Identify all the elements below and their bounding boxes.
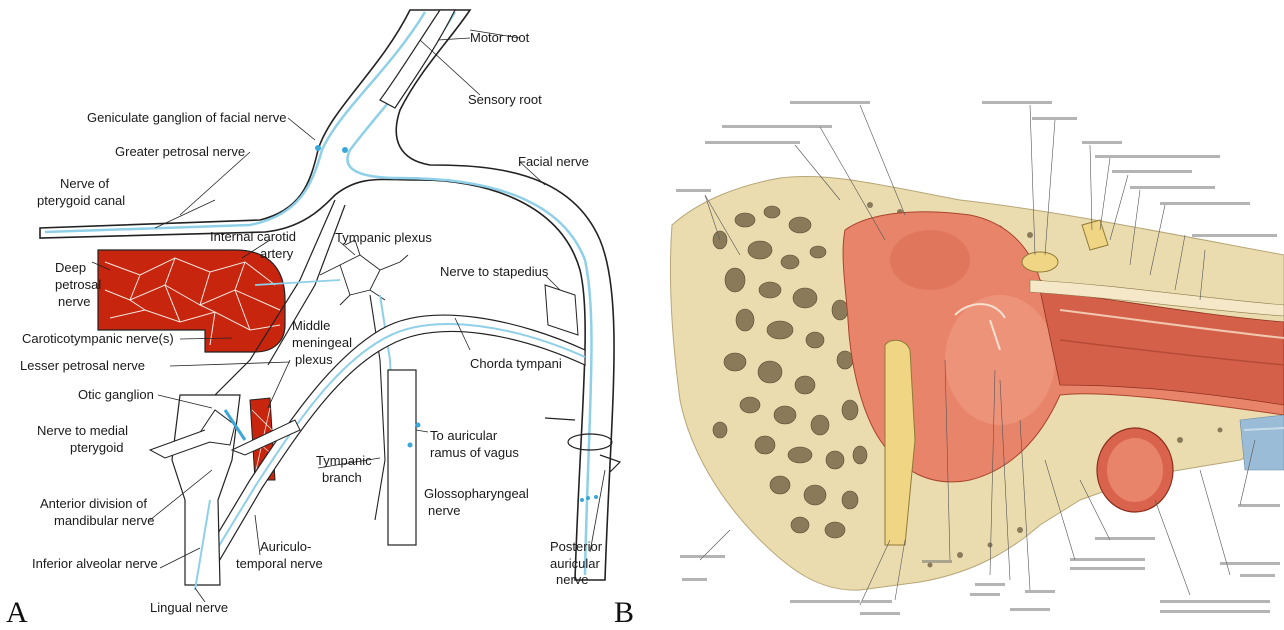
label-motor-root: Motor root (470, 30, 530, 45)
label-facial-nerve: Facial nerve (518, 154, 589, 169)
label-chorda-tympani: Chorda tympani (470, 356, 562, 371)
label-otic-ganglion: Otic ganglion (78, 387, 154, 402)
label-auricular-vagus-2: ramus of vagus (430, 445, 519, 460)
label-deep-petrosal-3: nerve (58, 294, 91, 309)
panel-b-illustration (670, 101, 1284, 615)
label-anterior-division-2: mandibular nerve (54, 513, 154, 528)
panel-b-letter: B (614, 596, 634, 629)
label-nerve-to-stapedius: Nerve to stapedius (440, 264, 549, 279)
label-auricular-vagus-1: To auricular (430, 428, 498, 443)
label-auriculotemporal-2: temporal nerve (236, 556, 323, 571)
label-tympanic-branch-1: Tympanic (316, 453, 372, 468)
label-middle-meningeal-1: Middle (292, 318, 330, 333)
label-posterior-auricular-3: nerve (556, 572, 589, 587)
label-middle-meningeal-3: plexus (295, 352, 333, 367)
label-deep-petrosal-1: Deep (55, 260, 86, 275)
label-posterior-auricular-2: auricular (550, 556, 601, 571)
label-glossopharyngeal-2: nerve (428, 503, 461, 518)
tympanic-plexus (320, 240, 408, 305)
label-lingual-nerve: Lingual nerve (150, 600, 228, 615)
label-medial-pterygoid-2: pterygoid (70, 440, 123, 455)
label-deep-petrosal-2: petrosal (55, 277, 101, 292)
label-geniculate-ganglion: Geniculate ganglion of facial nerve (87, 110, 286, 125)
glossopharyngeal-nerve (388, 370, 416, 545)
label-middle-meningeal-2: meningeal (292, 335, 352, 350)
label-auriculotemporal-1: Auriculo- (260, 539, 311, 554)
label-anterior-division-1: Anterior division of (40, 496, 147, 511)
label-pterygoid-canal-1: Nerve of (60, 176, 110, 191)
label-inferior-alveolar: Inferior alveolar nerve (32, 556, 158, 571)
label-greater-petrosal: Greater petrosal nerve (115, 144, 245, 159)
label-caroticotympanic: Caroticotympanic nerve(s) (22, 331, 174, 346)
label-pterygoid-canal-2: pterygoid canal (37, 193, 125, 208)
label-posterior-auricular-1: Posterior (550, 539, 603, 554)
label-glossopharyngeal-1: Glossopharyngeal (424, 486, 529, 501)
label-sensory-root: Sensory root (468, 92, 542, 107)
panel-a-letter: A (6, 596, 28, 629)
label-internal-carotid-1: Internal carotid (210, 229, 296, 244)
label-internal-carotid-2: artery (260, 246, 294, 261)
label-lesser-petrosal: Lesser petrosal nerve (20, 358, 145, 373)
label-medial-pterygoid-1: Nerve to medial (37, 423, 128, 438)
label-tympanic-branch-2: branch (322, 470, 362, 485)
label-tympanic-plexus: Tympanic plexus (335, 230, 432, 245)
